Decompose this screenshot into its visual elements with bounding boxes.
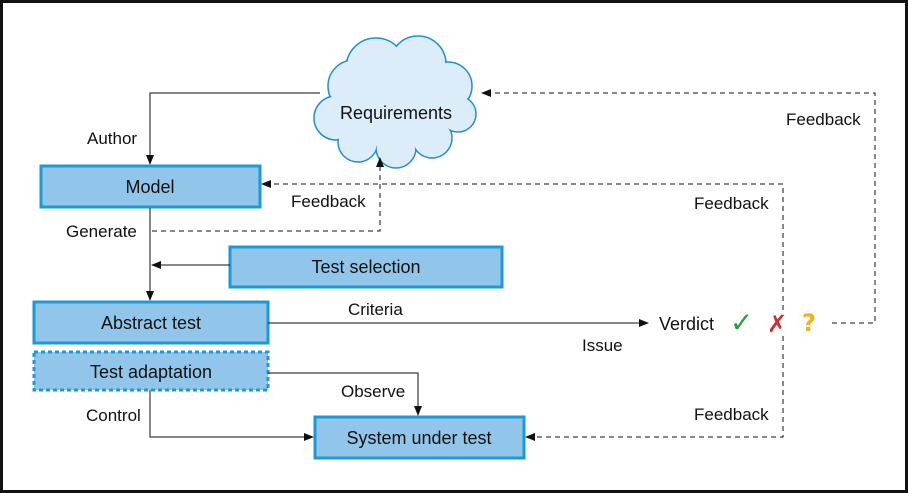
verdict-node: Verdict ✓ ✗ ? (659, 306, 816, 339)
test-adaptation-box: Test adaptation (32, 350, 270, 392)
issue-label: Issue (582, 336, 623, 355)
verdict-label: Verdict (659, 314, 714, 334)
test-selection-label: Test selection (311, 257, 420, 277)
solid-connectors (146, 92, 649, 441)
control-label: Control (86, 406, 141, 425)
abstract-test-box: Abstract test (32, 300, 270, 345)
generate-label: Generate (66, 222, 137, 241)
observe-label: Observe (341, 382, 405, 401)
question-mark-icon: ? (802, 309, 816, 337)
abstract-test-label: Abstract test (101, 313, 201, 333)
requirements-cloud: Requirements (313, 35, 477, 169)
observe-arrow (268, 372, 422, 416)
author-label: Author (87, 129, 137, 148)
cross-mark-icon: ✗ (767, 310, 787, 338)
check-mark-icon: ✓ (730, 306, 753, 339)
system-under-test-label: System under test (346, 428, 491, 448)
feedback-verdict-model-label: Feedback (694, 194, 769, 213)
requirements-label: Requirements (340, 103, 452, 123)
feedback-verdict-system-label: Feedback (694, 405, 769, 424)
generate-feedback-arrow (152, 157, 384, 232)
test-adaptation-label: Test adaptation (90, 362, 212, 382)
feedback-connectors (152, 89, 876, 441)
model-box: Model (39, 164, 262, 209)
system-under-test-box: System under test (313, 415, 526, 460)
criteria-label: Criteria (348, 300, 403, 319)
verdict-to-model-feedback-arrow (261, 180, 784, 310)
verdict-to-requirements-feedback-arrow (481, 89, 876, 324)
test-selection-box: Test selection (228, 245, 504, 289)
feedback-model-label: Feedback (291, 192, 366, 211)
feedback-verdict-requirements-label: Feedback (786, 110, 861, 129)
model-label: Model (125, 177, 174, 197)
author-arrow (146, 92, 320, 165)
verdict-to-system-feedback-arrow (525, 336, 784, 441)
control-arrow (149, 390, 314, 441)
